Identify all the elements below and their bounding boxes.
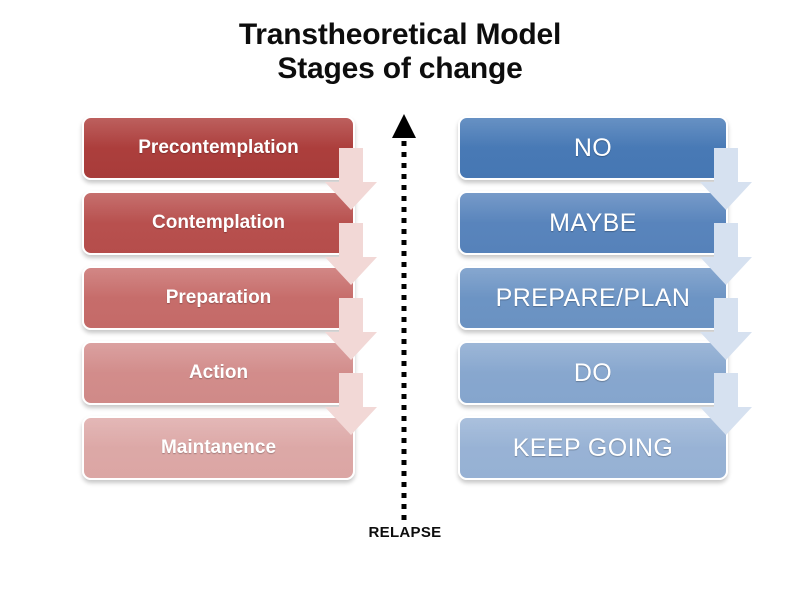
title-line-2: Stages of change xyxy=(277,52,523,85)
stage-box-preparation[interactable]: Preparation xyxy=(82,266,355,330)
response-box-prepare-plan[interactable]: PREPARE/PLAN xyxy=(458,266,728,330)
stage-label: Precontemplation xyxy=(138,137,299,158)
response-label: PREPARE/PLAN xyxy=(495,283,691,312)
stages-of-change-column: Precontemplation Contemplation Preparati… xyxy=(82,116,355,491)
response-box-do[interactable]: DO xyxy=(458,341,728,405)
response-box-keep-going[interactable]: KEEP GOING xyxy=(458,416,728,480)
stage-box-maintanence[interactable]: Maintanence xyxy=(82,416,355,480)
response-label: KEEP GOING xyxy=(512,433,674,462)
response-label: NO xyxy=(573,133,613,162)
stage-label: Maintanence xyxy=(160,437,277,458)
stage-label: Action xyxy=(188,362,249,383)
response-label: MAYBE xyxy=(549,208,637,237)
relapse-label: RELAPSE xyxy=(368,524,442,541)
stage-box-precontemplation[interactable]: Precontemplation xyxy=(82,116,355,180)
stage-box-contemplation[interactable]: Contemplation xyxy=(82,191,355,255)
page-title: Transtheoretical Model Stages of change xyxy=(0,18,800,86)
dotted-up-arrow-icon xyxy=(389,114,419,520)
response-label: DO xyxy=(573,358,613,387)
stage-box-action[interactable]: Action xyxy=(82,341,355,405)
response-box-maybe[interactable]: MAYBE xyxy=(458,191,728,255)
title-line-1: Transtheoretical Model xyxy=(238,18,562,51)
response-box-no[interactable]: NO xyxy=(458,116,728,180)
stage-label: Preparation xyxy=(165,287,272,308)
stage-label: Contemplation xyxy=(152,212,285,233)
patient-responses-column: NO MAYBE PREPARE/PLAN DO KEEP GOING xyxy=(458,116,728,491)
